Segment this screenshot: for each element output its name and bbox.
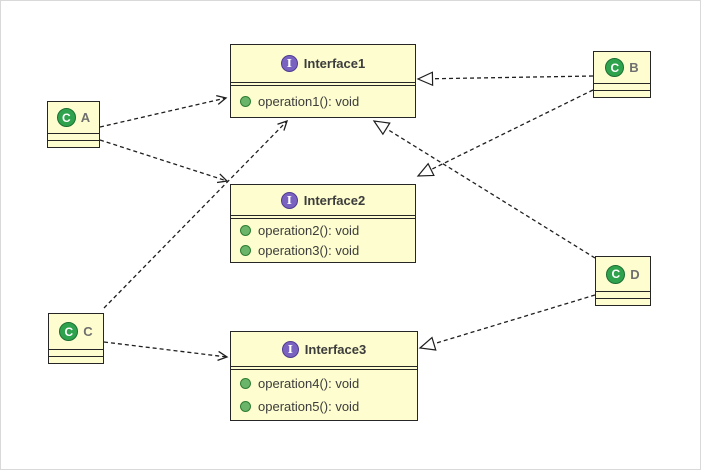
- operation-item[interactable]: operation5(): void: [231, 395, 417, 418]
- interface-icon: I: [281, 340, 299, 358]
- class-d-name: D: [630, 266, 640, 282]
- edge-realization-b-interface1[interactable]: [416, 71, 594, 87]
- class-b-name: B: [629, 60, 639, 75]
- class-a-name: A: [80, 110, 91, 125]
- operation-label: operation1(): void: [258, 94, 360, 109]
- compartment-separator: [231, 215, 415, 219]
- class-icon: C: [606, 264, 626, 284]
- operations-compartment: [594, 90, 650, 97]
- edge-realization-b-interface2[interactable]: [416, 89, 594, 177]
- attributes-compartment: [596, 291, 650, 298]
- operation-label: operation5(): void: [258, 399, 360, 414]
- attributes-compartment: [594, 83, 650, 90]
- interface2-name: Interface2: [303, 192, 366, 208]
- edge-dependency-a-interface1[interactable]: [99, 95, 228, 128]
- interface1-title: I Interface1: [231, 45, 415, 82]
- class-icon: C: [59, 322, 79, 341]
- edge-realization-d-interface1[interactable]: [372, 120, 596, 259]
- public-operation-icon: [240, 378, 251, 389]
- operations-compartment: [596, 298, 650, 305]
- public-operation-icon: [240, 96, 251, 107]
- class-icon: C: [605, 58, 625, 77]
- class-a-title: C A: [48, 102, 99, 133]
- class-d-title: C D: [596, 257, 650, 291]
- interface2-node[interactable]: I Interface2 operation2(): void operatio…: [230, 184, 416, 263]
- public-operation-icon: [240, 401, 251, 412]
- class-c-name: C: [83, 324, 93, 339]
- interface3-title: I Interface3: [231, 332, 417, 366]
- interface2-title: I Interface2: [231, 185, 415, 215]
- operations-compartment: operation1(): void: [231, 86, 415, 117]
- attributes-compartment: [48, 133, 99, 140]
- interface3-node[interactable]: I Interface3 operation4(): void operatio…: [230, 331, 418, 421]
- operations-compartment: [48, 140, 99, 147]
- compartment-separator: [231, 82, 415, 86]
- operation-label: operation3(): void: [258, 242, 360, 258]
- operation-label: operation4(): void: [258, 376, 360, 391]
- operations-compartment: [49, 356, 103, 363]
- class-c-title: C C: [49, 314, 103, 349]
- edge-realization-d-interface3[interactable]: [418, 294, 596, 351]
- attributes-compartment: [49, 349, 103, 356]
- class-b-node[interactable]: C B: [593, 51, 651, 98]
- operation-item[interactable]: operation3(): void: [231, 241, 415, 261]
- interface3-name: Interface3: [304, 341, 367, 357]
- interface1-name: Interface1: [303, 56, 366, 71]
- operations-compartment: operation4(): void operation5(): void: [231, 370, 417, 420]
- class-d-node[interactable]: C D: [595, 256, 651, 306]
- class-a-node[interactable]: C A: [47, 101, 100, 148]
- edge-dependency-a-interface2[interactable]: [99, 139, 229, 184]
- class-icon: C: [56, 108, 76, 127]
- interface-icon: I: [280, 55, 298, 72]
- interface1-node[interactable]: I Interface1 operation1(): void: [230, 44, 416, 118]
- class-b-title: C B: [594, 52, 650, 83]
- edge-dependency-c-interface1[interactable]: [103, 119, 289, 309]
- operation-item[interactable]: operation4(): void: [231, 372, 417, 395]
- compartment-separator: [231, 366, 417, 370]
- operation-label: operation2(): void: [258, 223, 360, 239]
- operation-item[interactable]: operation1(): void: [231, 88, 415, 115]
- operations-compartment: operation2(): void operation3(): void: [231, 219, 415, 262]
- class-c-node[interactable]: C C: [48, 313, 104, 364]
- operation-item[interactable]: operation2(): void: [231, 221, 415, 241]
- public-operation-icon: [240, 244, 251, 256]
- public-operation-icon: [240, 225, 251, 237]
- interface-icon: I: [280, 191, 298, 209]
- edge-dependency-c-interface3[interactable]: [103, 341, 229, 361]
